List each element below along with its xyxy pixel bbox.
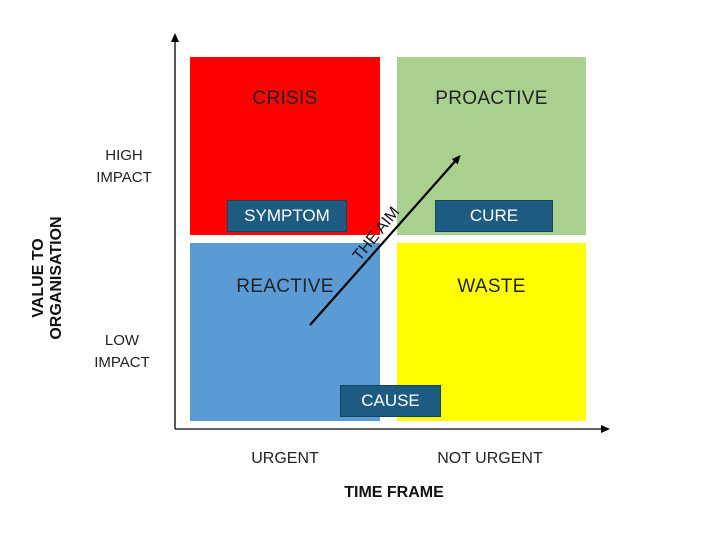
x-axis-title: TIME FRAME bbox=[344, 484, 444, 501]
cure-tag: CURE bbox=[435, 200, 553, 232]
x-not-urgent-label: NOT URGENT bbox=[437, 450, 543, 467]
aim-arrow-label: THE AIM bbox=[350, 204, 403, 264]
y-high-line1: HIGH bbox=[105, 147, 143, 164]
quadrant-reactive-label: REACTIVE bbox=[236, 276, 334, 297]
y-low-label: LOW IMPACT bbox=[77, 330, 167, 374]
cause-tag: CAUSE bbox=[340, 385, 441, 417]
y-axis-title: VALUE TO ORGANISATION bbox=[30, 216, 65, 340]
y-low-line2: IMPACT bbox=[94, 354, 150, 371]
y-high-line2: IMPACT bbox=[96, 169, 152, 186]
quadrant-proactive-label: PROACTIVE bbox=[435, 88, 548, 109]
symptom-tag: SYMPTOM bbox=[227, 200, 347, 232]
y-low-line1: LOW bbox=[104, 332, 140, 349]
aim-arrow bbox=[309, 155, 461, 326]
y-high-label: HIGH IMPACT bbox=[79, 145, 169, 189]
quadrant-crisis-label: CRISIS bbox=[252, 88, 318, 109]
x-urgent-label: URGENT bbox=[251, 450, 319, 467]
quadrant-waste-label: WASTE bbox=[457, 276, 526, 297]
